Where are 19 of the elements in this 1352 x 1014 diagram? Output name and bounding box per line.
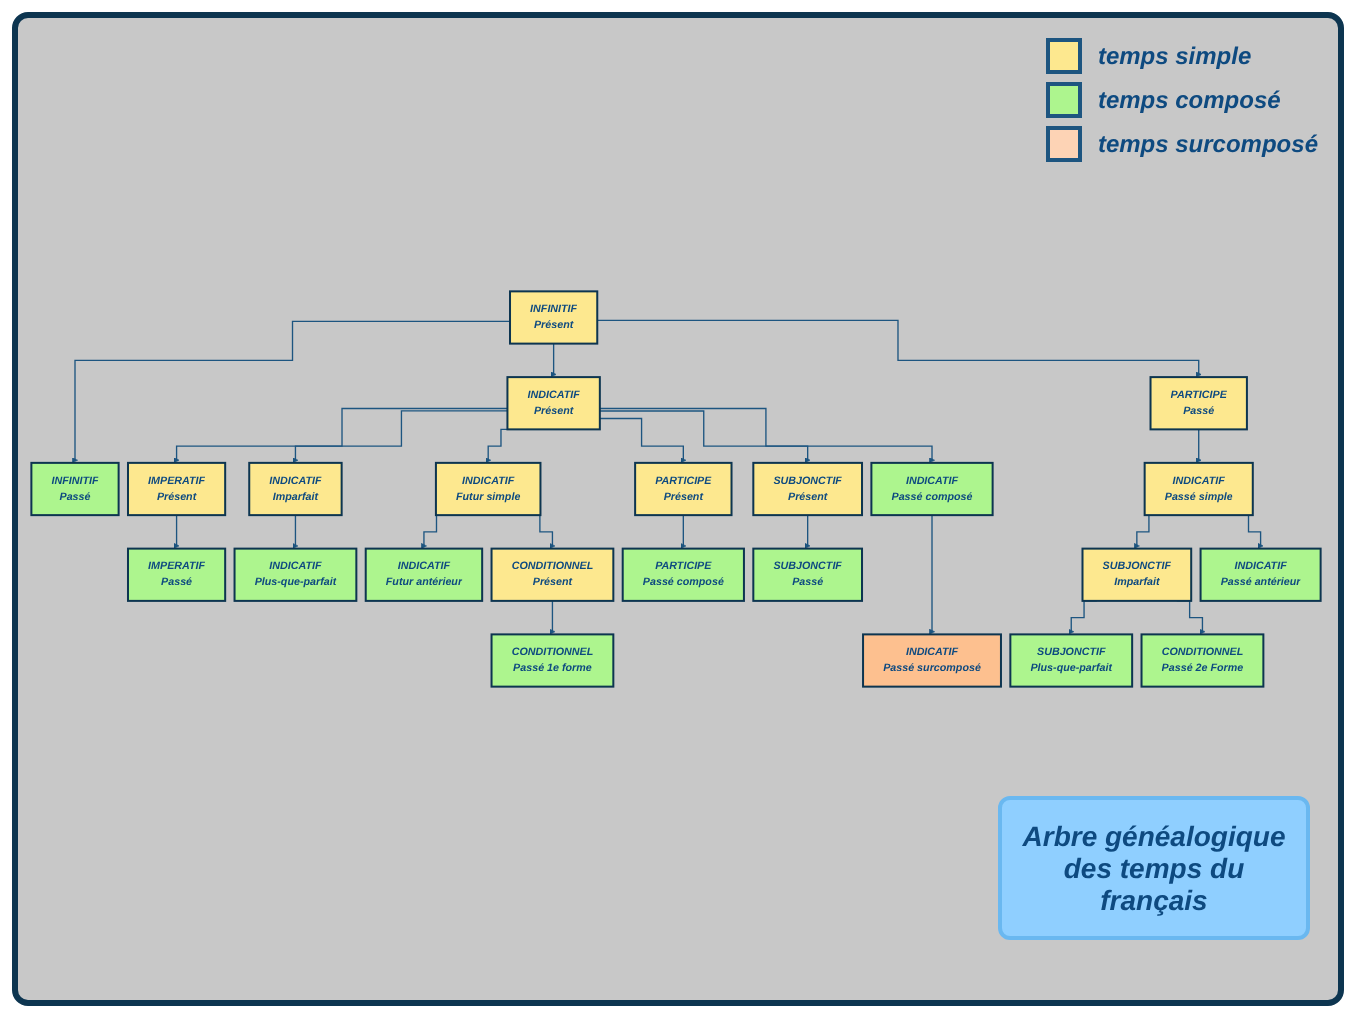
legend-label: temps composé — [1097, 86, 1281, 114]
arrow — [599, 416, 687, 463]
arrow — [292, 513, 299, 548]
arrow — [550, 341, 557, 377]
legend-label: temps simple — [1097, 42, 1252, 70]
arrow — [599, 406, 935, 463]
arrow — [929, 513, 935, 634]
arrow — [173, 406, 509, 463]
arrow — [599, 409, 811, 463]
arrow — [680, 513, 687, 548]
arrow — [804, 513, 811, 548]
legend-label: temps surcomposé — [1097, 130, 1318, 158]
arrow — [292, 409, 509, 463]
arrow — [596, 318, 1202, 377]
arrow — [72, 319, 511, 463]
arrow — [1195, 427, 1202, 463]
arrow — [549, 599, 556, 634]
title-banner: Arbre généalogique des temps du français — [998, 796, 1310, 940]
arrow — [173, 513, 180, 548]
